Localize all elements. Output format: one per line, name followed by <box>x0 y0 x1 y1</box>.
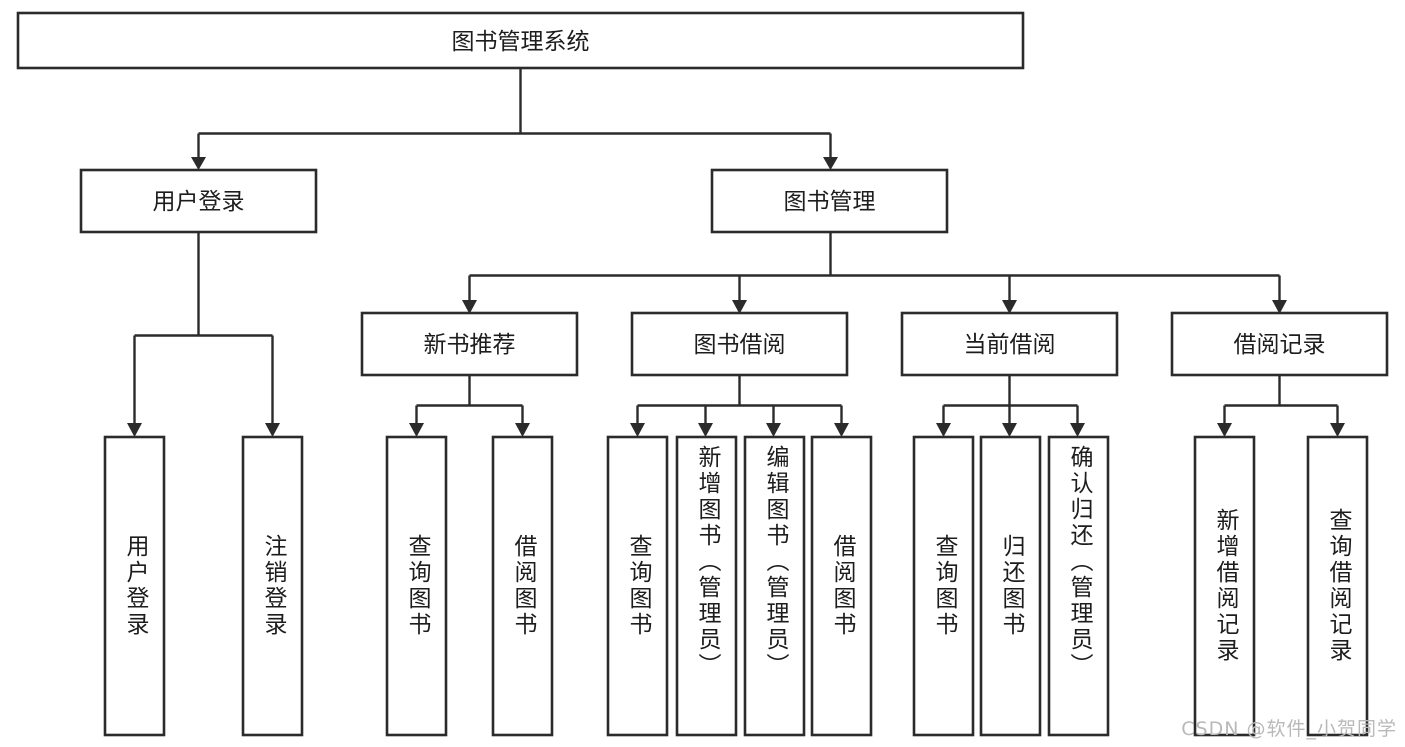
node-leaf-add-record[interactable] <box>1193 435 1256 737</box>
arrow-head-new-book-recommend <box>462 300 477 314</box>
arrow-head-leaf-borrow-book-2 <box>834 423 849 437</box>
arrow-head-leaf-add-record <box>1217 423 1232 437</box>
node-new-book-recommend[interactable] <box>360 311 579 377</box>
arrow-head-leaf-user-logout <box>265 423 280 437</box>
watermark: CSDN @软件_小贺同学 <box>1181 718 1397 740</box>
node-borrow-record[interactable] <box>1170 311 1389 377</box>
node-root-label: 图书管理系统 <box>452 29 590 55</box>
node-leaf-user-logout[interactable] <box>241 435 304 737</box>
node-leaf-query-record[interactable] <box>1306 435 1369 737</box>
connector-layer <box>127 68 1345 437</box>
arrow-head-leaf-query-book-2 <box>630 423 645 437</box>
arrow-head-leaf-borrow-book-1 <box>515 423 530 437</box>
arrow-head-leaf-query-record <box>1330 423 1345 437</box>
arrow-head-book-borrow <box>732 300 747 314</box>
node-leaf-confirm-return[interactable] <box>1047 435 1110 737</box>
node-book-manage-label: 图书管理 <box>784 189 876 215</box>
node-current-borrow-label: 当前借阅 <box>964 332 1056 358</box>
node-book-borrow-label: 图书借阅 <box>694 332 786 358</box>
node-leaf-query-book-1[interactable] <box>385 435 448 737</box>
node-user-login[interactable] <box>79 168 318 234</box>
node-layer: 图书管理系统 用户登录 图书管理 新书推荐 图书借阅 当前借阅 借阅记录 <box>16 11 1389 737</box>
arrow-head-user-login <box>191 157 206 170</box>
node-borrow-record-label: 借阅记录 <box>1234 332 1326 358</box>
arrow-head-leaf-edit-book <box>766 423 781 437</box>
node-leaf-borrow-book-2[interactable] <box>810 435 873 737</box>
node-user-login-label: 用户登录 <box>153 189 245 215</box>
node-leaf-add-book[interactable] <box>675 435 738 737</box>
node-leaf-query-book-3[interactable] <box>912 435 975 737</box>
arrow-head-leaf-add-book <box>698 423 713 437</box>
node-leaf-return-book[interactable] <box>979 435 1042 737</box>
node-book-borrow[interactable] <box>630 311 849 377</box>
arrow-head-leaf-user-login <box>127 423 142 437</box>
node-book-manage[interactable] <box>710 168 949 234</box>
node-new-book-recommend-label: 新书推荐 <box>424 332 516 358</box>
node-leaf-edit-book[interactable] <box>743 435 806 737</box>
arrow-head-leaf-query-book-1 <box>409 423 424 437</box>
arrow-head-borrow-record <box>1272 300 1287 314</box>
node-leaf-user-login[interactable] <box>103 435 166 737</box>
arrow-head-leaf-return-book <box>1002 423 1017 437</box>
node-leaf-query-book-2[interactable] <box>606 435 669 737</box>
node-leaf-borrow-book-1[interactable] <box>491 435 554 737</box>
arrow-head-current-borrow <box>1002 300 1017 314</box>
arrow-head-leaf-confirm-return <box>1070 423 1085 437</box>
arrow-head-book-manage <box>823 157 838 170</box>
node-current-borrow[interactable] <box>900 311 1119 377</box>
node-root[interactable] <box>16 11 1025 70</box>
arrow-head-leaf-query-book-3 <box>936 423 951 437</box>
